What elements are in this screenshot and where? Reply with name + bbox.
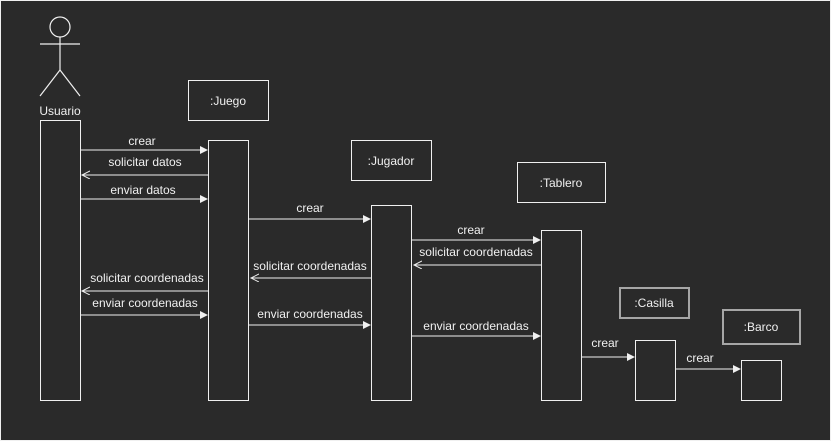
- object-label-jugador: :Jugador: [368, 154, 415, 168]
- message-label-1: crear: [128, 134, 155, 148]
- object-box-juego: [188, 80, 269, 121]
- object-box-barco: [722, 309, 801, 345]
- message-label-13: crear: [686, 351, 713, 365]
- message-label-4: crear: [296, 201, 323, 215]
- object-box-jugador: [351, 140, 432, 181]
- object-label-barco: :Barco: [744, 320, 779, 334]
- object-label-tablero: :Tablero: [540, 176, 583, 190]
- activation-usuario: [40, 120, 81, 401]
- activation-juego: [208, 140, 249, 401]
- message-label-2: solicitar datos: [108, 155, 181, 169]
- object-label-casilla: :Casilla: [634, 296, 674, 310]
- activation-tablero: [541, 230, 582, 401]
- message-label-6: solicitar coordenadas: [419, 245, 532, 259]
- message-label-5: crear: [457, 223, 484, 237]
- message-label-7: solicitar coordenadas: [253, 259, 366, 273]
- message-label-11: enviar coordenadas: [423, 319, 528, 333]
- actor-usuario-icon: [39, 16, 81, 97]
- activation-casilla: [635, 340, 676, 401]
- object-label-juego: :Juego: [210, 94, 246, 108]
- object-box-casilla: [619, 287, 690, 319]
- message-label-12: crear: [591, 336, 618, 350]
- message-label-8: solicitar coordenadas: [90, 271, 203, 285]
- activation-barco: [741, 360, 782, 401]
- message-label-3: enviar datos: [110, 183, 175, 197]
- message-label-10: enviar coordenadas: [257, 307, 362, 321]
- activation-jugador: [371, 205, 412, 401]
- object-box-tablero: [517, 162, 606, 203]
- message-label-9: enviar coordenadas: [92, 296, 197, 310]
- actor-label: Usuario: [39, 104, 81, 118]
